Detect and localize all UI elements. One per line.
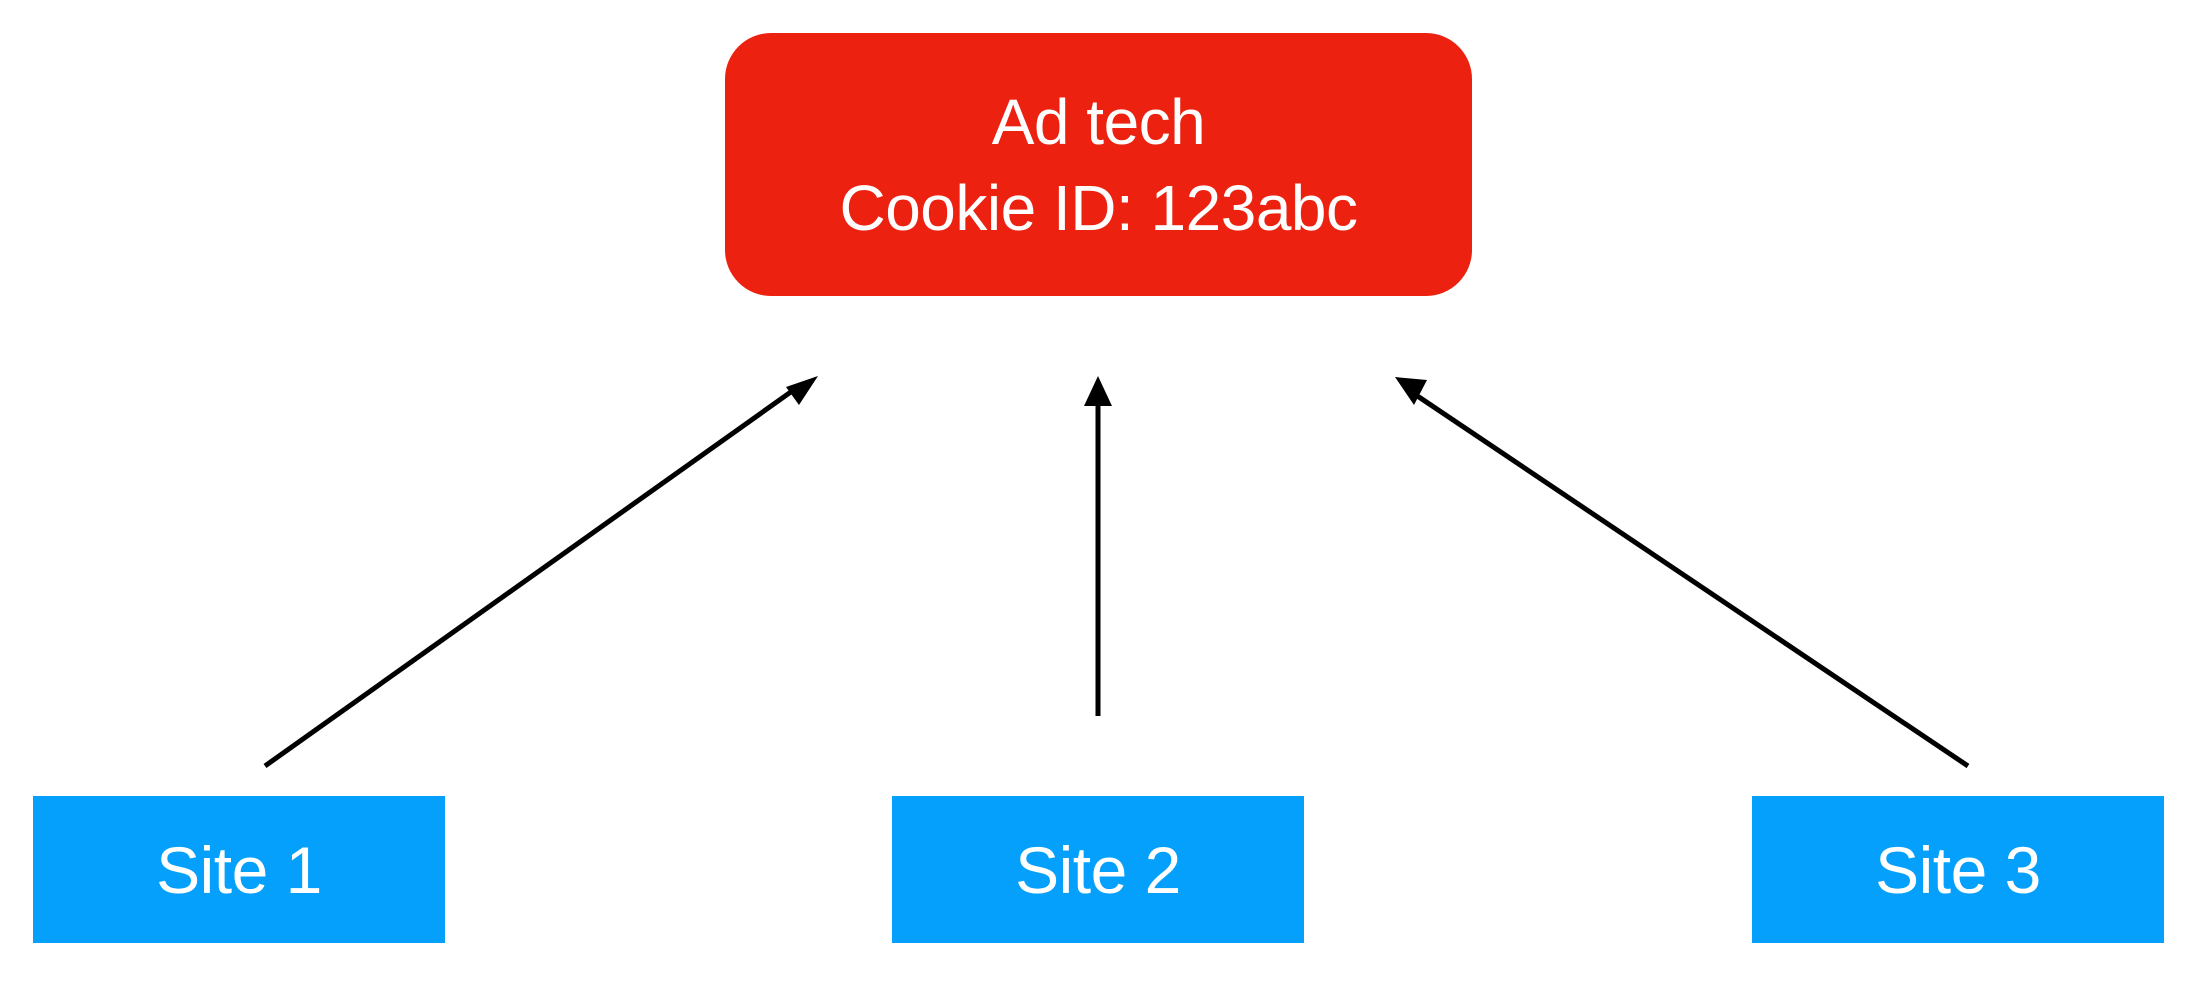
arrow-site-1-to-ad-tech xyxy=(263,386,797,769)
site-2-label: Site 2 xyxy=(1015,832,1181,907)
site-3-node: Site 3 xyxy=(1752,796,2164,943)
site-1-label: Site 1 xyxy=(156,832,322,907)
cookie-id-label: Cookie ID: 123abc xyxy=(839,171,1358,244)
site-3-label: Site 3 xyxy=(1875,832,2041,907)
site-1-node: Site 1 xyxy=(33,796,445,943)
ad-tech-node: Ad tech Cookie ID: 123abc xyxy=(725,33,1472,296)
arrow-head-site-1 xyxy=(786,376,818,405)
ad-tech-title: Ad tech xyxy=(991,85,1206,158)
site-2-node: Site 2 xyxy=(892,796,1304,943)
arrow-site-3-to-ad-tech xyxy=(1408,388,1970,769)
arrow-head-site-2 xyxy=(1084,376,1112,406)
arrow-head-site-3 xyxy=(1395,377,1427,405)
